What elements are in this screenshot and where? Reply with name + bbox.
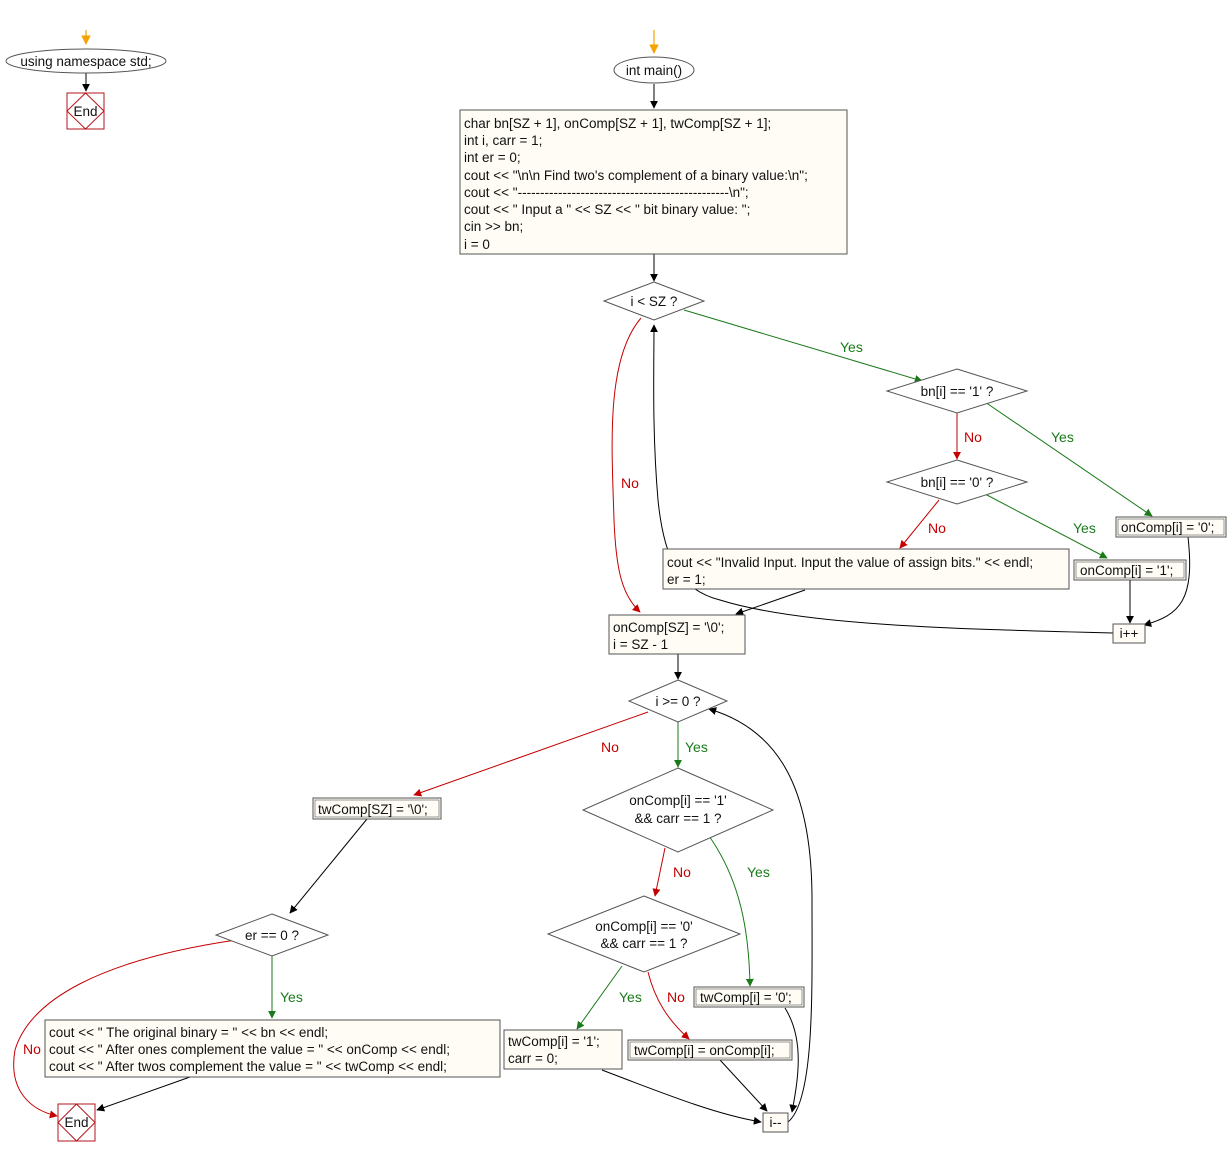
- node-end-1: End: [66, 92, 105, 130]
- edge-on1-no: [652, 847, 666, 897]
- node-tw0: twComp[i] = '0';: [693, 986, 805, 1008]
- node-invalid-line: er = 1;: [667, 572, 706, 587]
- edge-label-on0-no: No: [667, 989, 685, 1005]
- node-inc-text: i++: [1120, 626, 1139, 641]
- node-invalid-line: cout << "Invalid Input. Input the value …: [667, 555, 1033, 570]
- decision-loop1-text: i < SZ ?: [631, 294, 678, 309]
- node-init: char bn[SZ + 1], onComp[SZ + 1], twComp[…: [459, 109, 848, 255]
- edge-bn0-yes: [984, 493, 1108, 559]
- node-tw1: twComp[i] = '1'; carr = 0;: [503, 1029, 623, 1070]
- node-set0: onComp[i] = '0';: [1115, 516, 1227, 538]
- decision-bn0-text: bn[i] == '0' ?: [921, 475, 994, 490]
- edge-label-on1-no: No: [673, 864, 691, 880]
- edge-tw1-dec: [601, 1069, 762, 1125]
- node-term: onComp[SZ] = '\0'; i = SZ - 1: [608, 614, 746, 655]
- node-init-line: int i, carr = 1;: [464, 133, 542, 148]
- edge-on0-no: [647, 971, 690, 1040]
- node-term-line: onComp[SZ] = '\0';: [613, 620, 724, 635]
- edge-label-er-yes: Yes: [280, 989, 303, 1005]
- node-set1: onComp[i] = '1';: [1073, 559, 1187, 581]
- edge-label-loop1-yes: Yes: [840, 339, 863, 355]
- edge-on0-yes: [576, 965, 623, 1030]
- edge-label-bn1-yes: Yes: [1051, 429, 1074, 445]
- node-init-line: cout << "\n\n Find two's complement of a…: [464, 168, 808, 183]
- node-end-1-text: End: [73, 104, 97, 119]
- node-dec: i--: [762, 1112, 789, 1133]
- decision-bn1-text: bn[i] == '1' ?: [921, 384, 994, 399]
- decision-bn1: bn[i] == '1' ?: [885, 368, 1029, 414]
- decision-on1: onComp[i] == '1' && carr == 1 ?: [581, 767, 775, 853]
- edge-dec-loop2: [708, 707, 813, 1123]
- edge-label-er-no: No: [23, 1041, 41, 1057]
- decision-on0-line: onComp[i] == '0': [595, 919, 692, 934]
- edge-bn1-yes: [984, 401, 1153, 517]
- node-twterm: twComp[SZ] = '\0';: [312, 797, 442, 820]
- edge-label-bn1-no: No: [964, 429, 982, 445]
- edge-label-loop2-no: No: [601, 739, 619, 755]
- decision-loop1: i < SZ ?: [602, 281, 706, 321]
- edge-er-no: [13, 939, 237, 1119]
- edge-labels: Yes No Yes No Yes No No Yes No Yes Yes N…: [23, 339, 1096, 1057]
- node-term-line: i = SZ - 1: [613, 637, 668, 652]
- edge-label-on0-yes: Yes: [619, 989, 642, 1005]
- decision-on0: onComp[i] == '0' && carr == 1 ?: [546, 895, 742, 973]
- node-tw1-line: carr = 0;: [508, 1051, 558, 1066]
- node-output-line: cout << " After twos complement the valu…: [49, 1059, 447, 1074]
- decision-loop2: i >= 0 ?: [627, 679, 729, 723]
- node-tw0-text: twComp[i] = '0';: [700, 990, 792, 1005]
- decision-on0-line: && carr == 1 ?: [600, 936, 687, 951]
- node-output-line: cout << " After ones complement the valu…: [49, 1042, 450, 1057]
- node-dec-text: i--: [770, 1115, 782, 1130]
- edge-twterm-er: [289, 818, 368, 914]
- decision-on1-line: onComp[i] == '1': [629, 793, 726, 808]
- edge-on1-yes: [708, 835, 754, 987]
- edge-label-bn0-no: No: [928, 520, 946, 536]
- edge-invalid-term: [735, 589, 806, 616]
- node-init-line: int er = 0;: [464, 150, 521, 165]
- edge-twcopy-dec: [719, 1059, 768, 1112]
- node-main-text: int main(): [626, 63, 682, 78]
- node-init-line: i = 0: [464, 237, 490, 252]
- edge-label-loop1-no: No: [621, 475, 639, 491]
- node-set1-text: onComp[i] = '1';: [1080, 563, 1173, 578]
- decision-er-text: er == 0 ?: [245, 928, 299, 943]
- node-init-line: cout << "-------------------------------…: [464, 185, 749, 200]
- node-output: cout << " The original binary = " << bn …: [44, 1019, 501, 1078]
- edge-tw0-dec: [784, 1007, 799, 1113]
- edge-bn0-no: [899, 499, 940, 549]
- node-output-line: cout << " The original binary = " << bn …: [49, 1025, 328, 1040]
- edge-label-on1-yes: Yes: [747, 864, 770, 880]
- node-tw1-line: twComp[i] = '1';: [508, 1034, 600, 1049]
- node-main: int main(): [613, 56, 695, 84]
- node-set0-text: onComp[i] = '0';: [1121, 520, 1214, 535]
- node-end-2-text: End: [64, 1115, 88, 1130]
- node-init-line: char bn[SZ + 1], onComp[SZ + 1], twComp[…: [464, 116, 771, 131]
- edge-set0-inc: [1143, 536, 1191, 627]
- decision-er: er == 0 ?: [214, 913, 330, 957]
- edge-out-end: [96, 1076, 191, 1112]
- edge-loop1-no: [611, 317, 642, 613]
- node-twterm-text: twComp[SZ] = '\0';: [318, 802, 428, 817]
- node-namespace-text: using namespace std;: [20, 54, 151, 69]
- edge-label-bn0-yes: Yes: [1073, 520, 1096, 536]
- edge-label-loop2-yes: Yes: [685, 739, 708, 755]
- decision-on1-line: && carr == 1 ?: [634, 811, 721, 826]
- node-init-line: cin >> bn;: [464, 219, 523, 234]
- node-init-line: cout << " Input a " << SZ << " bit binar…: [464, 202, 750, 217]
- decision-bn0: bn[i] == '0' ?: [885, 459, 1029, 505]
- edge-loop2-no: [413, 711, 649, 797]
- node-twcopy: twComp[i] = onComp[i];: [627, 1039, 793, 1061]
- decision-loop2-text: i >= 0 ?: [655, 694, 700, 709]
- node-inc: i++: [1112, 623, 1146, 644]
- edge-loop1-yes: [683, 309, 923, 383]
- node-namespace: using namespace std;: [5, 48, 167, 74]
- node-invalid: cout << "Invalid Input. Input the value …: [662, 548, 1070, 590]
- node-end-2: End: [57, 1103, 96, 1142]
- node-twcopy-text: twComp[i] = onComp[i];: [634, 1043, 775, 1058]
